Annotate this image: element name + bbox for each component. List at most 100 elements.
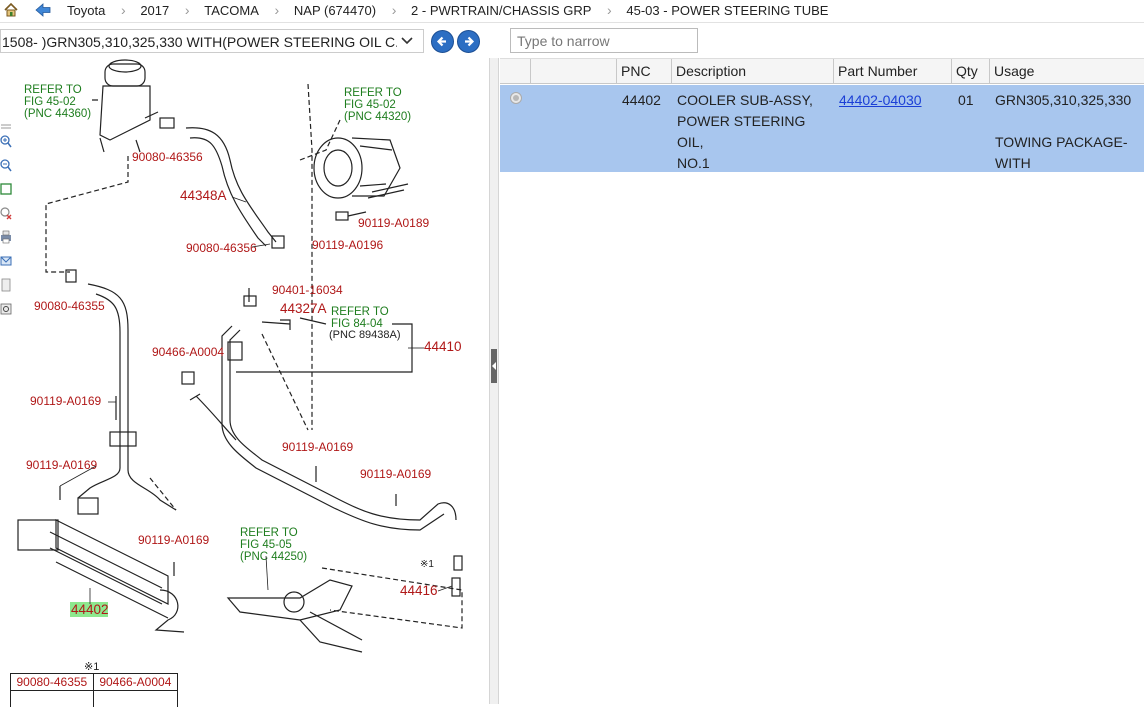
expand-row-icon[interactable] — [510, 92, 522, 104]
parts-grid: PNC Description Part Number Qty Usage 44… — [500, 58, 1144, 704]
email-icon[interactable] — [0, 254, 12, 268]
home-icon[interactable] — [3, 2, 19, 18]
part-number-link[interactable]: 44402-04030 — [839, 92, 922, 108]
part-label[interactable]: 90080-46355 — [34, 299, 105, 313]
legend-part-cell[interactable]: 90080-46355 — [11, 674, 94, 691]
part-label[interactable]: 44410 — [424, 339, 462, 354]
breadcrumb-item-market[interactable]: NAP (674470) — [294, 3, 376, 18]
header-blank-col — [531, 59, 617, 84]
svg-text:90401-16034: 90401-16034 — [272, 283, 343, 297]
part-label-highlighted[interactable]: 44402 — [71, 602, 109, 617]
zoom-in-icon[interactable] — [0, 134, 12, 148]
header-usage[interactable]: Usage — [990, 59, 1144, 84]
svg-text:FIG 45-02: FIG 45-02 — [24, 96, 76, 108]
row-usage-line: WITH — [995, 153, 1143, 174]
ref-label-line: (PNC 44320) — [344, 111, 411, 123]
part-label[interactable]: 44348A — [180, 188, 227, 203]
breadcrumb-bar: Toyota › 2017 › TACOMA › NAP (674470) › … — [0, 0, 1144, 23]
collapse-handle[interactable] — [491, 349, 497, 383]
row-part-number: 44402-04030 — [839, 90, 922, 111]
row-description: COOLER SUB-ASSY, POWER STEERING OIL, NO.… — [677, 90, 832, 174]
breadcrumb-separator-icon: › — [604, 2, 614, 18]
part-label[interactable]: 90119-A0169 — [26, 458, 98, 472]
legend-part-cell[interactable]: 90466-A0004 — [93, 674, 177, 691]
print-icon[interactable] — [0, 230, 12, 244]
part-label[interactable]: 90119-A0189 — [358, 216, 430, 230]
ref-label-line: REFER TO — [331, 306, 389, 318]
svg-text:44327A: 44327A — [280, 301, 327, 316]
part-label[interactable]: 90080-46356 — [132, 150, 203, 164]
row-description-line: POWER STEERING OIL, — [677, 111, 832, 153]
legend-blank-cell — [93, 691, 177, 707]
breadcrumb: Toyota › 2017 › TACOMA › NAP (674470) › … — [67, 2, 828, 18]
breadcrumb-item-year[interactable]: 2017 — [140, 3, 169, 18]
row-description-line: COOLER SUB-ASSY, — [677, 90, 832, 111]
legend-mark: ※1 — [84, 660, 99, 673]
svg-text:90119-A0196: 90119-A0196 — [312, 238, 384, 252]
svg-text:90466-A0004: 90466-A0004 — [152, 345, 224, 359]
arrow-left-icon — [435, 34, 450, 49]
ref-label-line: REFER TO — [24, 84, 82, 96]
svg-text:90119-A0169: 90119-A0169 — [282, 440, 354, 454]
document-icon[interactable] — [0, 278, 12, 292]
caret-left-icon — [491, 361, 497, 371]
previous-button[interactable] — [431, 30, 454, 53]
legend-blank-cell — [11, 691, 94, 707]
svg-text:FIG 45-02: FIG 45-02 — [344, 99, 396, 111]
ref-label-line: FIG 45-02 — [24, 96, 76, 108]
breadcrumb-item-figure[interactable]: 45-03 - POWER STEERING TUBE — [626, 3, 828, 18]
part-label[interactable]: 90080-46356 — [186, 241, 257, 255]
ref-label-line: FIG 45-02 — [344, 99, 396, 111]
next-button[interactable] — [457, 30, 480, 53]
header-part-number[interactable]: Part Number — [834, 59, 952, 84]
svg-text:(PNC 44360): (PNC 44360) — [24, 108, 91, 120]
header-expand-col — [500, 59, 531, 84]
part-label[interactable]: 90119-A0169 — [30, 394, 102, 408]
ref-label-line: (PNC 44360) — [24, 108, 91, 120]
header-pnc[interactable]: PNC — [617, 59, 672, 84]
settings-icon[interactable] — [0, 302, 12, 316]
breadcrumb-separator-icon: › — [389, 2, 399, 18]
clear-zoom-icon[interactable] — [0, 206, 12, 220]
zoom-out-icon[interactable] — [0, 158, 12, 172]
row-usage: GRN305,310,325,330 TOWING PACKAGE- WITH — [995, 90, 1143, 174]
fit-to-window-icon[interactable] — [0, 182, 12, 196]
part-label[interactable]: 90119-A0169 — [282, 440, 354, 454]
model-select[interactable]: 1508- )GRN305,310,325,330 WITH(POWER STE… — [0, 29, 424, 53]
part-label[interactable]: 90119-A0169 — [360, 467, 432, 481]
breadcrumb-separator-icon: › — [272, 2, 282, 18]
diagram-illustration[interactable]: REFER TO FIG 45-02 (PNC 44360) REFER TO … — [0, 58, 490, 704]
svg-text:REFER TO: REFER TO — [24, 84, 82, 96]
part-label[interactable]: 44327A — [280, 301, 327, 316]
breadcrumb-item-group[interactable]: 2 - PWRTRAIN/CHASSIS GRP — [411, 3, 591, 18]
part-label[interactable]: 90401-16034 — [272, 283, 343, 297]
chevron-down-icon — [400, 32, 414, 48]
header-qty[interactable]: Qty — [952, 59, 990, 84]
ref-label-line: (PNC 44250) — [240, 551, 307, 563]
reference-mark: ※1 — [420, 559, 434, 570]
part-label[interactable]: 90119-A0169 — [138, 533, 210, 547]
part-label[interactable]: 90119-A0196 — [312, 238, 384, 252]
row-usage-line — [995, 111, 1143, 132]
svg-text:90119-A0189: 90119-A0189 — [358, 216, 430, 230]
back-arrow-icon[interactable] — [35, 2, 51, 18]
svg-text:44348A: 44348A — [180, 188, 227, 203]
breadcrumb-item-model[interactable]: TACOMA — [204, 3, 259, 18]
header-description[interactable]: Description — [672, 59, 834, 84]
ref-pnc-label: (PNC 89438A) — [329, 329, 401, 341]
svg-text:90080-46355: 90080-46355 — [34, 299, 105, 313]
part-label[interactable]: 44416 — [400, 583, 438, 598]
row-usage-line: TOWING PACKAGE- — [995, 132, 1143, 153]
svg-text:44416: 44416 — [400, 583, 438, 598]
breadcrumb-separator-icon: › — [182, 2, 192, 18]
ref-label-line: REFER TO — [344, 87, 402, 99]
row-pnc: 44402 — [622, 90, 661, 111]
breadcrumb-item-make[interactable]: Toyota — [67, 3, 105, 18]
legend-table: 90080-46355 90466-A0004 — [10, 673, 178, 707]
parts-diagram[interactable]: REFER TO FIG 45-02 (PNC 44360) REFER TO … — [0, 58, 490, 704]
table-row[interactable]: 44402 COOLER SUB-ASSY, POWER STEERING OI… — [500, 85, 1144, 172]
svg-text:90119-A0169: 90119-A0169 — [26, 458, 98, 472]
part-label[interactable]: 90466-A0004 — [152, 345, 224, 359]
narrow-search-input[interactable] — [510, 28, 698, 53]
pane-splitter[interactable] — [489, 58, 499, 704]
